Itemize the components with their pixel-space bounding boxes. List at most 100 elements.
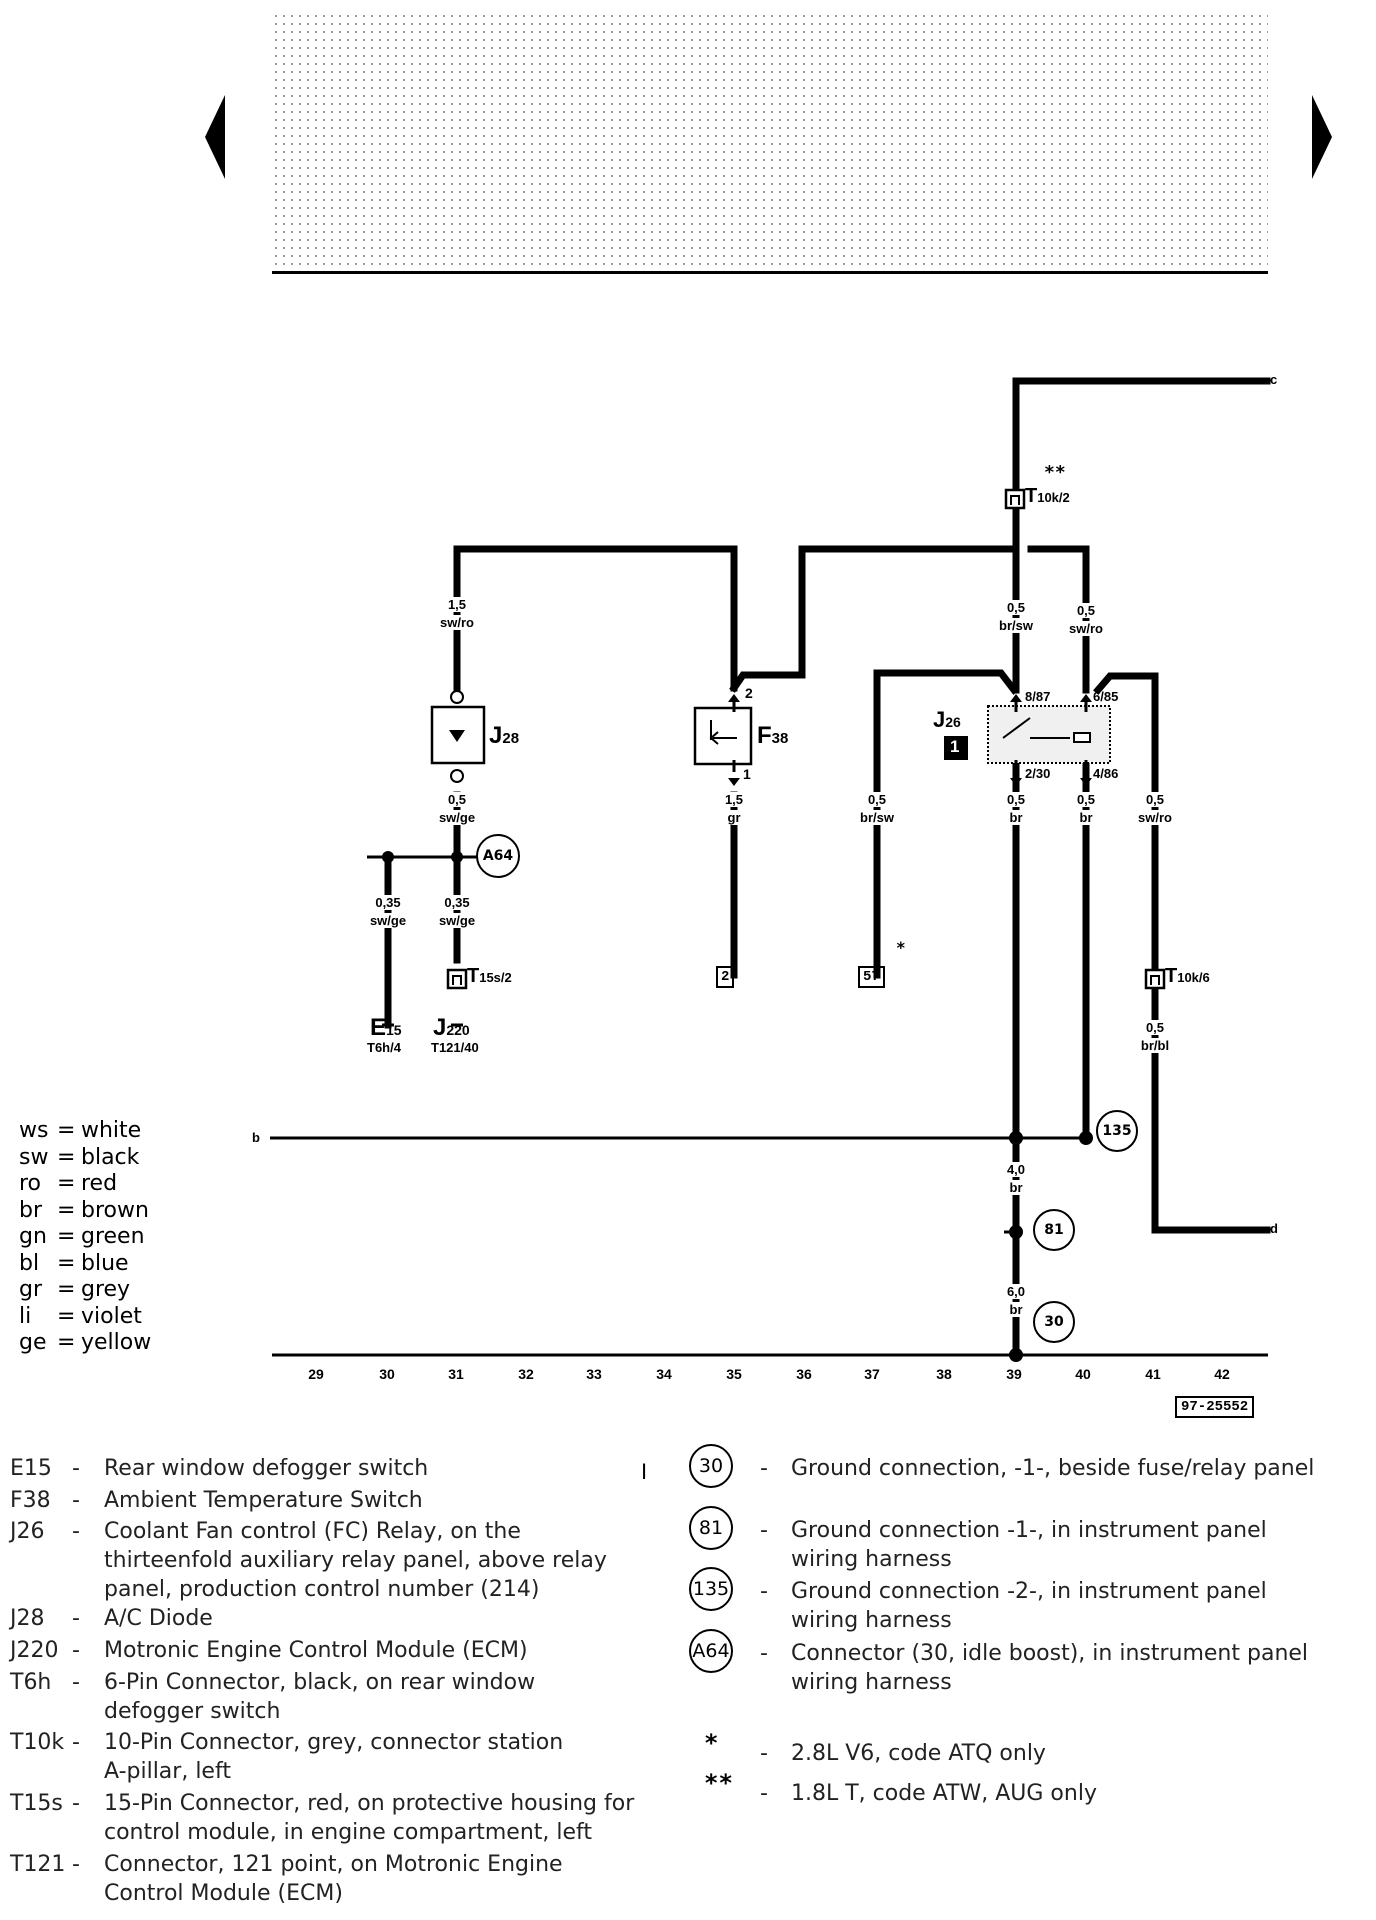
equals-sign: =: [57, 1277, 76, 1302]
j220-pin: T121/40: [431, 1040, 479, 1055]
legend-dash: -: [760, 1456, 768, 1481]
equals-sign: =: [57, 1250, 76, 1276]
legend-description: A-pillar, left: [104, 1759, 231, 1784]
t15s2-block-icon: [446, 968, 468, 990]
t10k6-label: T10k/6: [1165, 965, 1210, 987]
equals-sign: =: [57, 1118, 76, 1143]
legend-description: Motronic Engine Control Module (ECM): [104, 1638, 528, 1663]
color-name: red: [81, 1171, 118, 1196]
legend-description: wiring harness: [791, 1608, 952, 1633]
t10k2-block-icon: [1004, 488, 1026, 510]
wire-label: sw/ge: [427, 913, 487, 928]
j28-label: J28: [489, 722, 520, 749]
junction-dot: [1079, 1131, 1093, 1145]
f38-pin-bottom: 1: [743, 766, 751, 782]
legend-code: F38: [10, 1488, 51, 1513]
color-code: bl: [19, 1250, 40, 1276]
j26-label: J26: [933, 707, 961, 732]
junction-dots: [382, 851, 1093, 1362]
equals-sign: =: [57, 1224, 76, 1249]
equals-sign: =: [57, 1197, 76, 1223]
wire-sw-ro-41-d: [1093, 672, 1271, 1234]
wire-label: br: [986, 810, 1046, 825]
relay-contact-icon: [1002, 717, 1070, 739]
dotted-banner-image: [272, 12, 1268, 270]
wire-label: br/bl: [1125, 1038, 1185, 1053]
ground-symbol: 30: [689, 1444, 733, 1488]
f38-label: F38: [757, 722, 789, 749]
legend-description: 6-Pin Connector, black, on rear window: [104, 1670, 536, 1695]
wire-c-feed: [1012, 377, 1271, 694]
color-name: green: [81, 1224, 145, 1249]
legend-description: Ambient Temperature Switch: [104, 1488, 423, 1513]
wire-label: 4,0: [986, 1162, 1046, 1177]
continuation-b: b: [252, 1130, 260, 1145]
note-symbol: **: [704, 1769, 733, 1797]
wire-label: 0,5: [1125, 1020, 1185, 1035]
t10k2-label: T10k/2: [1025, 485, 1070, 507]
legend-description: 10-Pin Connector, grey, connector statio…: [104, 1730, 564, 1755]
track-number: 31: [448, 1366, 464, 1382]
legend-dash: -: [760, 1579, 768, 1604]
wire-label: 0,35: [427, 895, 487, 910]
track-number: 41: [1145, 1366, 1161, 1382]
wire-label: 0,5: [986, 600, 1046, 615]
j26-pin-86: 4/86: [1093, 766, 1119, 781]
legend-description: Coolant Fan control (FC) Relay, on the: [104, 1519, 521, 1544]
legend-description: wiring harness: [791, 1670, 952, 1695]
wire-label: sw/ro: [427, 615, 487, 630]
track-number: 36: [796, 1366, 812, 1382]
equals-sign: =: [57, 1303, 76, 1329]
legend-dash: -: [72, 1488, 80, 1513]
e15-label: E15: [370, 1014, 402, 1041]
wire-label: sw/ro: [1056, 621, 1116, 636]
track-number: 37: [864, 1366, 880, 1382]
wire-label: br/sw: [986, 618, 1046, 633]
legend-description: Ground connection, -1-, beside fuse/rela…: [791, 1456, 1315, 1481]
ground-symbol: 81: [689, 1506, 733, 1550]
junction-dot: [1009, 1225, 1023, 1239]
color-code: br: [19, 1197, 43, 1223]
wire-label: sw/ge: [358, 913, 418, 928]
legend-description: defogger switch: [104, 1699, 281, 1724]
track-number: 34: [656, 1366, 672, 1382]
color-name: blue: [81, 1250, 129, 1276]
legend-code: T15s: [10, 1791, 63, 1816]
legend-dash: -: [72, 1852, 80, 1877]
ground-circle-30: 30: [1033, 1301, 1075, 1343]
color-name: black: [81, 1144, 140, 1170]
ground-symbol: A64: [689, 1629, 733, 1673]
j28-diode: [430, 690, 486, 783]
legend-dash: -: [760, 1641, 768, 1666]
wire-label: 0,5: [1056, 603, 1116, 618]
continuation-d: d: [1270, 1221, 1278, 1236]
legend-dash: -: [72, 1638, 80, 1663]
legend-code: T10k: [10, 1730, 65, 1755]
equals-sign: =: [57, 1144, 76, 1170]
note-text: 2.8L V6, code ATQ only: [791, 1741, 1046, 1766]
legend-description: panel, production control number (214): [104, 1577, 540, 1602]
next-page-icon[interactable]: [1312, 95, 1332, 179]
legend-dash: -: [760, 1741, 768, 1766]
track-number: 38: [936, 1366, 952, 1382]
color-code: sw: [19, 1144, 49, 1170]
legend-description: 15-Pin Connector, red, on protective hou…: [104, 1791, 635, 1816]
legend-dash: -: [72, 1606, 80, 1631]
f38-pin-top: 2: [745, 685, 753, 701]
legend-code: J28: [10, 1606, 45, 1631]
color-code: li: [19, 1303, 32, 1329]
relay-coil-icon: [1073, 732, 1091, 743]
color-name: yellow: [81, 1330, 152, 1355]
wire-label: br/sw: [847, 810, 907, 825]
color-name: grey: [81, 1277, 131, 1302]
legend-code: T6h: [10, 1670, 52, 1695]
j26-pin-87: 8/87: [1025, 689, 1051, 704]
thermal-switch-icon: [709, 720, 737, 745]
legend-description: Ground connection -1-, in instrument pan…: [791, 1518, 1267, 1543]
wire-label: 1,5: [427, 597, 487, 612]
legend-code: J26: [10, 1519, 45, 1544]
legend-description: Rear window defogger switch: [104, 1456, 429, 1481]
legend-dash: -: [72, 1456, 80, 1481]
previous-page-icon[interactable]: [205, 95, 225, 179]
legend-dash: -: [72, 1670, 80, 1695]
